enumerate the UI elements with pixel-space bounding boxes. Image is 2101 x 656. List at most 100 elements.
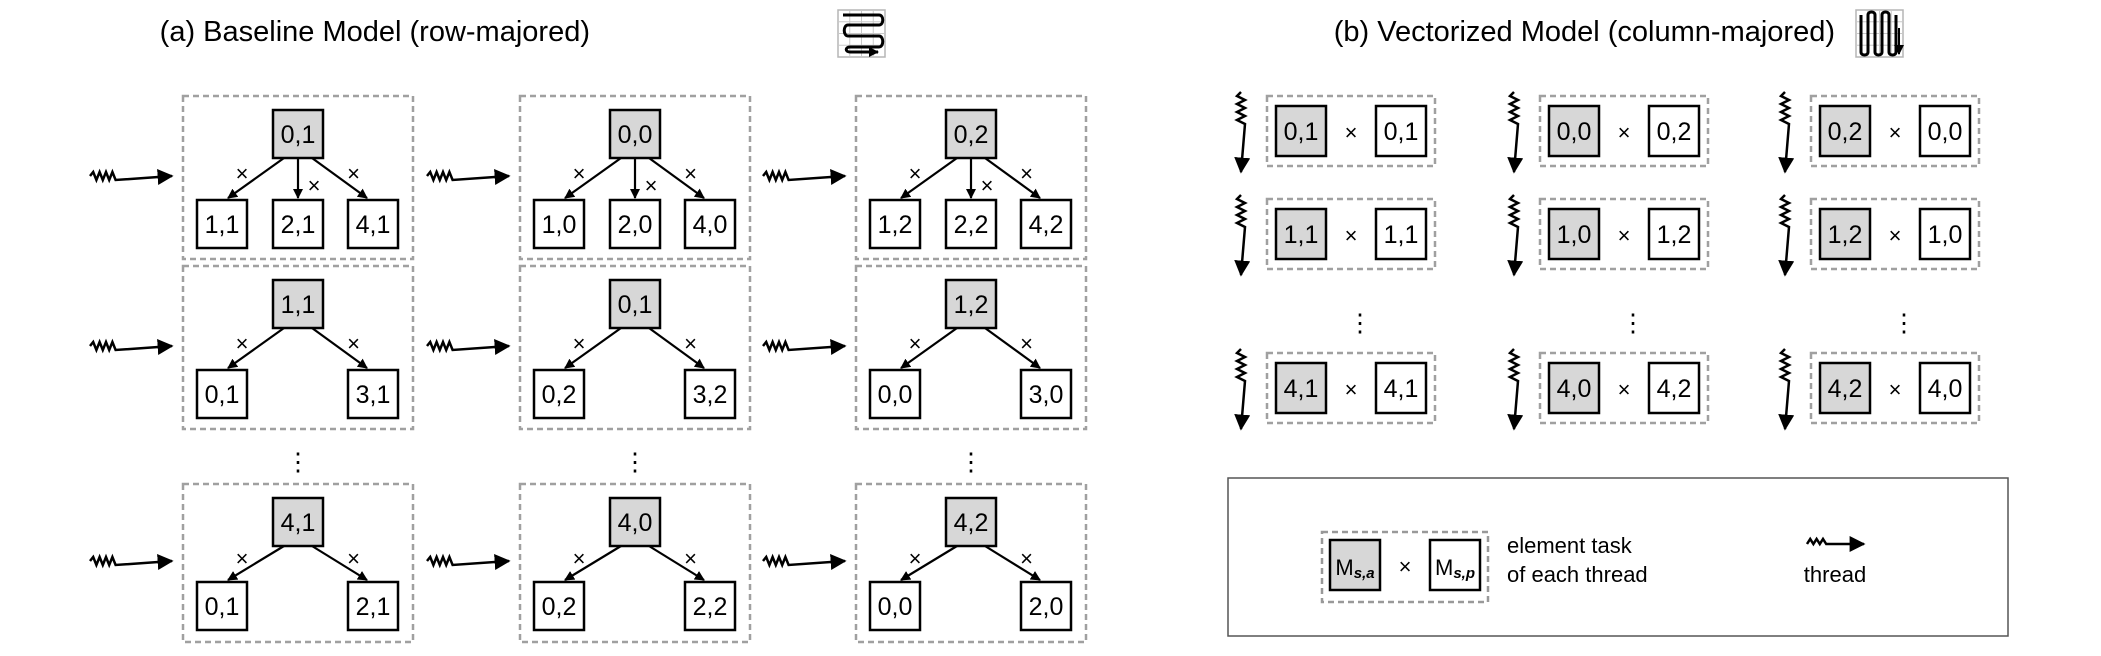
baseline-root-c1-r1-label: 0,1	[618, 291, 653, 319]
baseline-child-c1-r0-1-label: 2,0	[618, 211, 653, 239]
times-sign: ×	[1889, 223, 1902, 248]
vector-task-c1-r2: 4,0×4,2	[1507, 348, 1710, 431]
title-vectorized: (b) Vectorized Model (column-majored)	[1334, 16, 1835, 48]
baseline-child-c1-r2-0-box	[532, 580, 586, 632]
baseline-child-c2-r2-1: 2,0	[1019, 580, 1073, 632]
vector-white-c2-r1: 1,0	[1918, 207, 1972, 261]
times-sign: ×	[1889, 377, 1902, 402]
tree-edge-arrow	[900, 157, 958, 199]
dashed-frame	[181, 94, 415, 261]
tree-edge-arrow	[227, 545, 285, 581]
legend-m-gray: Ms,a	[1335, 555, 1374, 582]
tree-edge-arrow	[311, 545, 368, 581]
times-sign: ×	[1345, 377, 1358, 402]
baseline-child-c2-r2-0-label: 0,0	[878, 593, 913, 621]
ellipsis-a: ⋮	[623, 448, 648, 476]
baseline-child-c1-r1-0-label: 0,2	[542, 381, 577, 409]
dashed-frame	[518, 94, 752, 261]
vector-task-c1-r1: 1,0×1,2	[1507, 194, 1710, 277]
dashed-frame	[181, 264, 415, 431]
title-baseline: (a) Baseline Model (row-majored)	[160, 16, 590, 48]
tree-edge-arrow	[311, 327, 368, 369]
baseline-root-c2-r2-label: 4,2	[954, 509, 989, 537]
vector-gray-c0-r2-box	[1274, 361, 1328, 415]
thread-arrow-b-c0-r0	[1234, 91, 1251, 174]
vector-gray-c2-r2-box	[1818, 361, 1872, 415]
thread-arrow-b-c0-r1	[1234, 194, 1251, 277]
vector-gray-c0-r1: 1,1	[1274, 207, 1328, 261]
vector-white-c1-r0-box	[1647, 104, 1701, 158]
baseline-child-c1-r2-0-label: 0,2	[542, 593, 577, 621]
baseline-root-c1-r1: 0,1	[608, 278, 662, 330]
baseline-child-c2-r0-2-label: 4,2	[1029, 211, 1064, 239]
vector-gray-c0-r1-label: 1,1	[1284, 221, 1319, 249]
thread-arrow-b-c1-r2	[1507, 348, 1524, 431]
baseline-child-c1-r0-2-label: 4,0	[693, 211, 728, 239]
baseline-root-c0-r2-box	[271, 496, 325, 548]
vector-task-c0-r2: 4,1 × 4,1	[1234, 348, 1437, 431]
times-sign: ×	[1618, 120, 1631, 145]
vector-gray-c2-r1: 1,2	[1818, 207, 1872, 261]
ellipsis-b: ⋮	[1892, 309, 1917, 337]
times-sign: ×	[684, 546, 697, 571]
ellipsis-b: ⋮	[1348, 309, 1373, 337]
vector-gray-c0-r2: 4,1	[1274, 361, 1328, 415]
times-sign: ×	[236, 161, 249, 186]
baseline-child-c1-r0-0-label: 1,0	[542, 211, 577, 239]
baseline-root-c1-r0-label: 0,0	[618, 121, 653, 149]
tree-edge-arrow	[564, 327, 622, 369]
times-sign: ×	[981, 173, 994, 198]
baseline-child-c2-r2-0-box	[868, 580, 922, 632]
vector-white-c0-r1-label: 1,1	[1384, 221, 1419, 249]
dashed-frame	[1265, 94, 1437, 168]
baseline-child-c0-r0-0: 1,1	[195, 198, 249, 250]
baseline-child-c2-r0-1: 2,2	[944, 198, 998, 250]
times-sign: ×	[909, 546, 922, 571]
baseline-child-c0-r0-0-box	[195, 198, 249, 250]
baseline-child-c2-r2-1-label: 2,0	[1029, 593, 1064, 621]
row-major-icon	[837, 9, 886, 58]
vector-white-c0-r0-box	[1374, 104, 1428, 158]
vector-white-c2-r1-box	[1918, 207, 1972, 261]
thread-arrow-a-c0-r1	[89, 338, 174, 355]
baseline-child-c0-r1-1-label: 3,1	[356, 381, 391, 409]
baseline-root-c1-r1-box	[608, 278, 662, 330]
legend-gray-cell	[1328, 538, 1382, 592]
dashed-frame	[518, 482, 752, 644]
baseline-child-c0-r0-1-label: 2,1	[281, 211, 316, 239]
vector-gray-c2-r0-box	[1818, 104, 1872, 158]
baseline-child-c2-r2-1-box	[1019, 580, 1073, 632]
vector-white-c1-r2-label: 4,2	[1657, 375, 1692, 403]
vector-task-c2-r1: 1,2 × 1,0	[1778, 194, 1981, 277]
baseline-child-c2-r0-2: 4,2	[1019, 198, 1073, 250]
dashed-frame	[1265, 351, 1437, 425]
baseline-child-c2-r0-1-box	[944, 198, 998, 250]
vector-white-c0-r2-label: 4,1	[1384, 375, 1419, 403]
vector-white-c2-r0-label: 0,0	[1928, 118, 1963, 146]
times-sign: ×	[645, 173, 658, 198]
vector-gray-c1-r1-label: 1,0	[1557, 221, 1592, 249]
baseline-child-c0-r0-1-box	[271, 198, 325, 250]
baseline-child-c0-r2-0: 0,1	[195, 580, 249, 632]
baseline-root-c2-r1-box	[944, 278, 998, 330]
dashed-frame	[1265, 197, 1437, 271]
vector-white-c1-r2-box	[1647, 361, 1701, 415]
dashed-frame	[1538, 94, 1710, 168]
baseline-child-c1-r0-0-box	[532, 198, 586, 250]
dashed-frame	[1809, 197, 1981, 271]
baseline-root-c0-r1-box	[271, 278, 325, 330]
vector-gray-c1-r2: 4,0	[1547, 361, 1601, 415]
vector-white-c2-r0-box	[1918, 104, 1972, 158]
baseline-child-c1-r0-1: 2,0	[608, 198, 662, 250]
baseline-child-c0-r1-0-box	[195, 368, 249, 420]
vector-task-c1-r0: 0,0×0,2	[1507, 91, 1710, 174]
tree-edge-arrow	[900, 545, 958, 581]
legend-m-white: Ms,p	[1435, 555, 1475, 582]
baseline-child-c1-r1-1-box	[683, 368, 737, 420]
baseline-child-c0-r0-1: 2,1	[271, 198, 325, 250]
vector-white-c0-r1-box	[1374, 207, 1428, 261]
vector-white-c1-r0-label: 0,2	[1657, 118, 1692, 146]
